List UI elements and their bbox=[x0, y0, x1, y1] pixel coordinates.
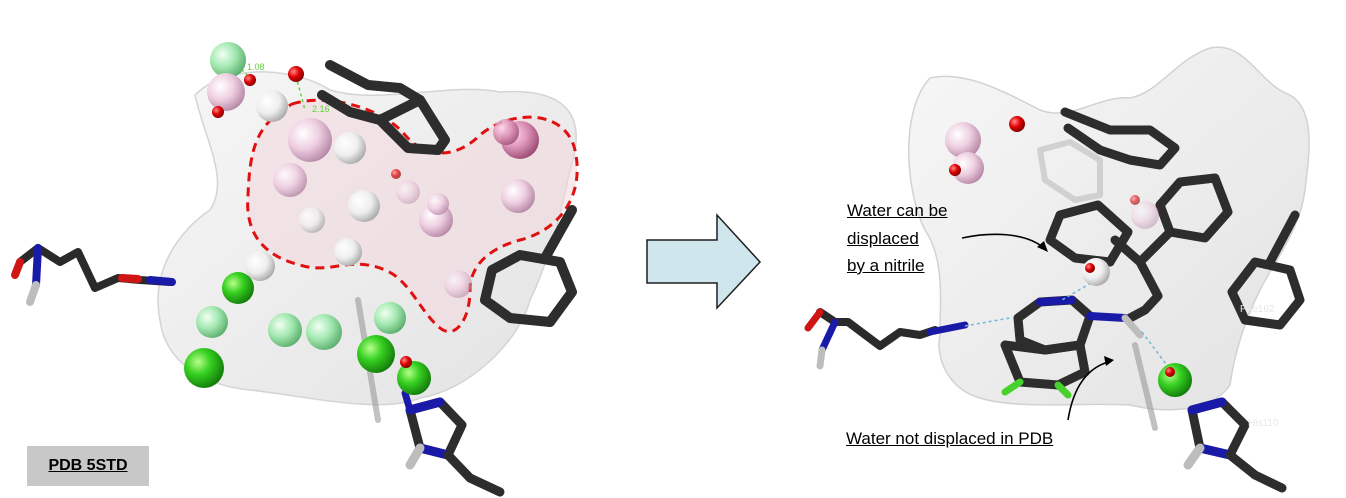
annotation-displaced-line3: by a nitrile bbox=[847, 256, 925, 275]
water-sphere bbox=[184, 348, 224, 388]
water-sphere bbox=[493, 119, 519, 145]
residue-label-his110: His110 bbox=[1248, 418, 1279, 429]
left-histidine bbox=[401, 389, 505, 497]
oxygen-atom bbox=[212, 106, 224, 118]
right-surface bbox=[908, 46, 1310, 411]
pointer-not-displaced bbox=[1067, 361, 1109, 421]
water-sphere bbox=[334, 132, 366, 164]
annotation-displaced-line1: Water can be bbox=[847, 201, 948, 220]
right-waters bbox=[945, 116, 1192, 397]
water-sphere bbox=[397, 361, 431, 395]
water-sphere bbox=[945, 122, 981, 158]
water-sphere bbox=[207, 73, 245, 111]
water-sphere bbox=[273, 163, 307, 197]
water-sphere bbox=[288, 118, 332, 162]
water-sphere bbox=[374, 302, 406, 334]
water-sphere bbox=[427, 193, 449, 215]
right-top-phenyl bbox=[1037, 107, 1180, 203]
water-sphere bbox=[268, 313, 302, 347]
water-sphere bbox=[299, 207, 325, 233]
water-sphere bbox=[245, 251, 275, 281]
pointer-displaced bbox=[961, 233, 1045, 249]
water-sphere bbox=[306, 314, 342, 350]
distance-label-1: 1.08 bbox=[247, 62, 265, 72]
oxygen-atom bbox=[288, 66, 304, 82]
right-histidine bbox=[1183, 397, 1287, 493]
oxygen-atom bbox=[1009, 116, 1025, 132]
oxygen-atom bbox=[391, 169, 401, 179]
distance-label-2: 2.16 bbox=[312, 104, 330, 114]
oxygen-atom bbox=[400, 356, 412, 368]
water-sphere bbox=[348, 190, 380, 222]
water-sphere bbox=[1131, 201, 1159, 229]
water-sphere bbox=[1158, 363, 1192, 397]
water-sphere bbox=[334, 238, 362, 266]
ligand bbox=[1000, 173, 1233, 399]
annotation-arrows bbox=[961, 233, 1114, 421]
oxygen-atom bbox=[1130, 195, 1140, 205]
oxygen-atom bbox=[949, 164, 961, 176]
water-sphere bbox=[222, 272, 254, 304]
right-complex: Phe162 His110 bbox=[804, 46, 1310, 493]
water-sphere bbox=[501, 179, 535, 213]
water-sphere bbox=[357, 335, 395, 373]
water-sphere bbox=[196, 306, 228, 338]
displaced-region-outline bbox=[246, 98, 579, 333]
left-right-ring bbox=[480, 205, 577, 327]
transition-arrow bbox=[646, 213, 762, 310]
pdb-badge-label: PDB 5STD bbox=[48, 457, 128, 474]
water-sphere bbox=[1082, 258, 1110, 286]
water-sphere bbox=[952, 152, 984, 184]
water-sphere bbox=[444, 270, 472, 298]
annotation-displaced-line2: displaced bbox=[847, 229, 919, 248]
water-sphere bbox=[256, 90, 288, 122]
left-complex: 1.08 2.16 bbox=[11, 42, 579, 497]
oxygen-atom bbox=[244, 74, 256, 86]
residue-label-phe162: Phe162 bbox=[1240, 304, 1275, 315]
right-tyr-ring bbox=[1227, 210, 1305, 330]
left-sidechain bbox=[11, 244, 176, 306]
water-sphere bbox=[210, 42, 246, 78]
left-waters bbox=[184, 42, 539, 395]
pdb-badge: PDB 5STD bbox=[27, 446, 149, 486]
annotation-not-displaced: Water not displaced in PDB bbox=[846, 429, 1054, 448]
right-sidechain bbox=[804, 308, 969, 370]
left-top-phenyl bbox=[317, 60, 450, 155]
oxygen-atom bbox=[1085, 263, 1095, 273]
oxygen-atom bbox=[1165, 367, 1175, 377]
water-sphere bbox=[396, 180, 420, 204]
